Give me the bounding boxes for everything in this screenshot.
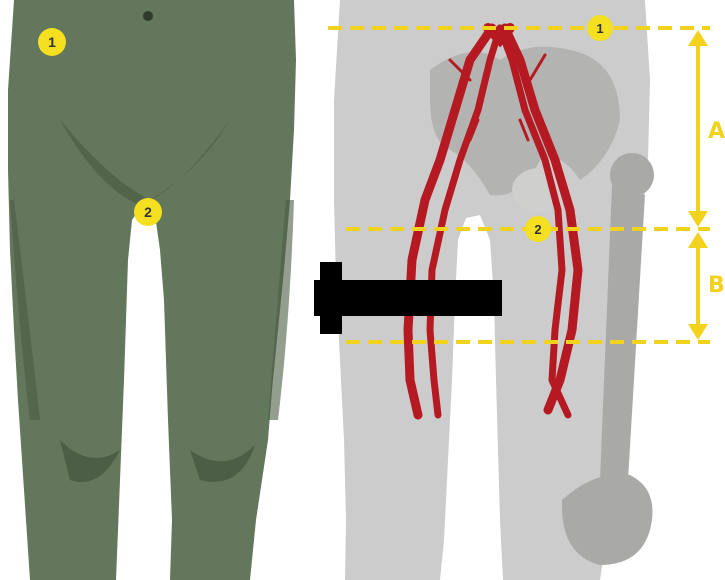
dimension-arrow-b — [688, 232, 708, 340]
dimension-arrow-a — [688, 30, 708, 227]
left-marker-2: 2 — [134, 198, 162, 226]
segment-a-label: A — [708, 119, 725, 144]
left-marker-1: 1 — [38, 28, 66, 56]
right-marker-2-label: 2 — [534, 222, 541, 237]
leg-surface-model — [0, 0, 312, 580]
right-marker-2: 2 — [525, 216, 551, 242]
left-marker-2-label: 2 — [144, 204, 152, 220]
segment-b-label: B — [708, 273, 725, 298]
left-marker-1-label: 1 — [48, 34, 56, 50]
right-marker-1: 1 — [587, 15, 613, 41]
right-marker-1-label: 1 — [596, 21, 603, 36]
navel — [143, 11, 153, 21]
